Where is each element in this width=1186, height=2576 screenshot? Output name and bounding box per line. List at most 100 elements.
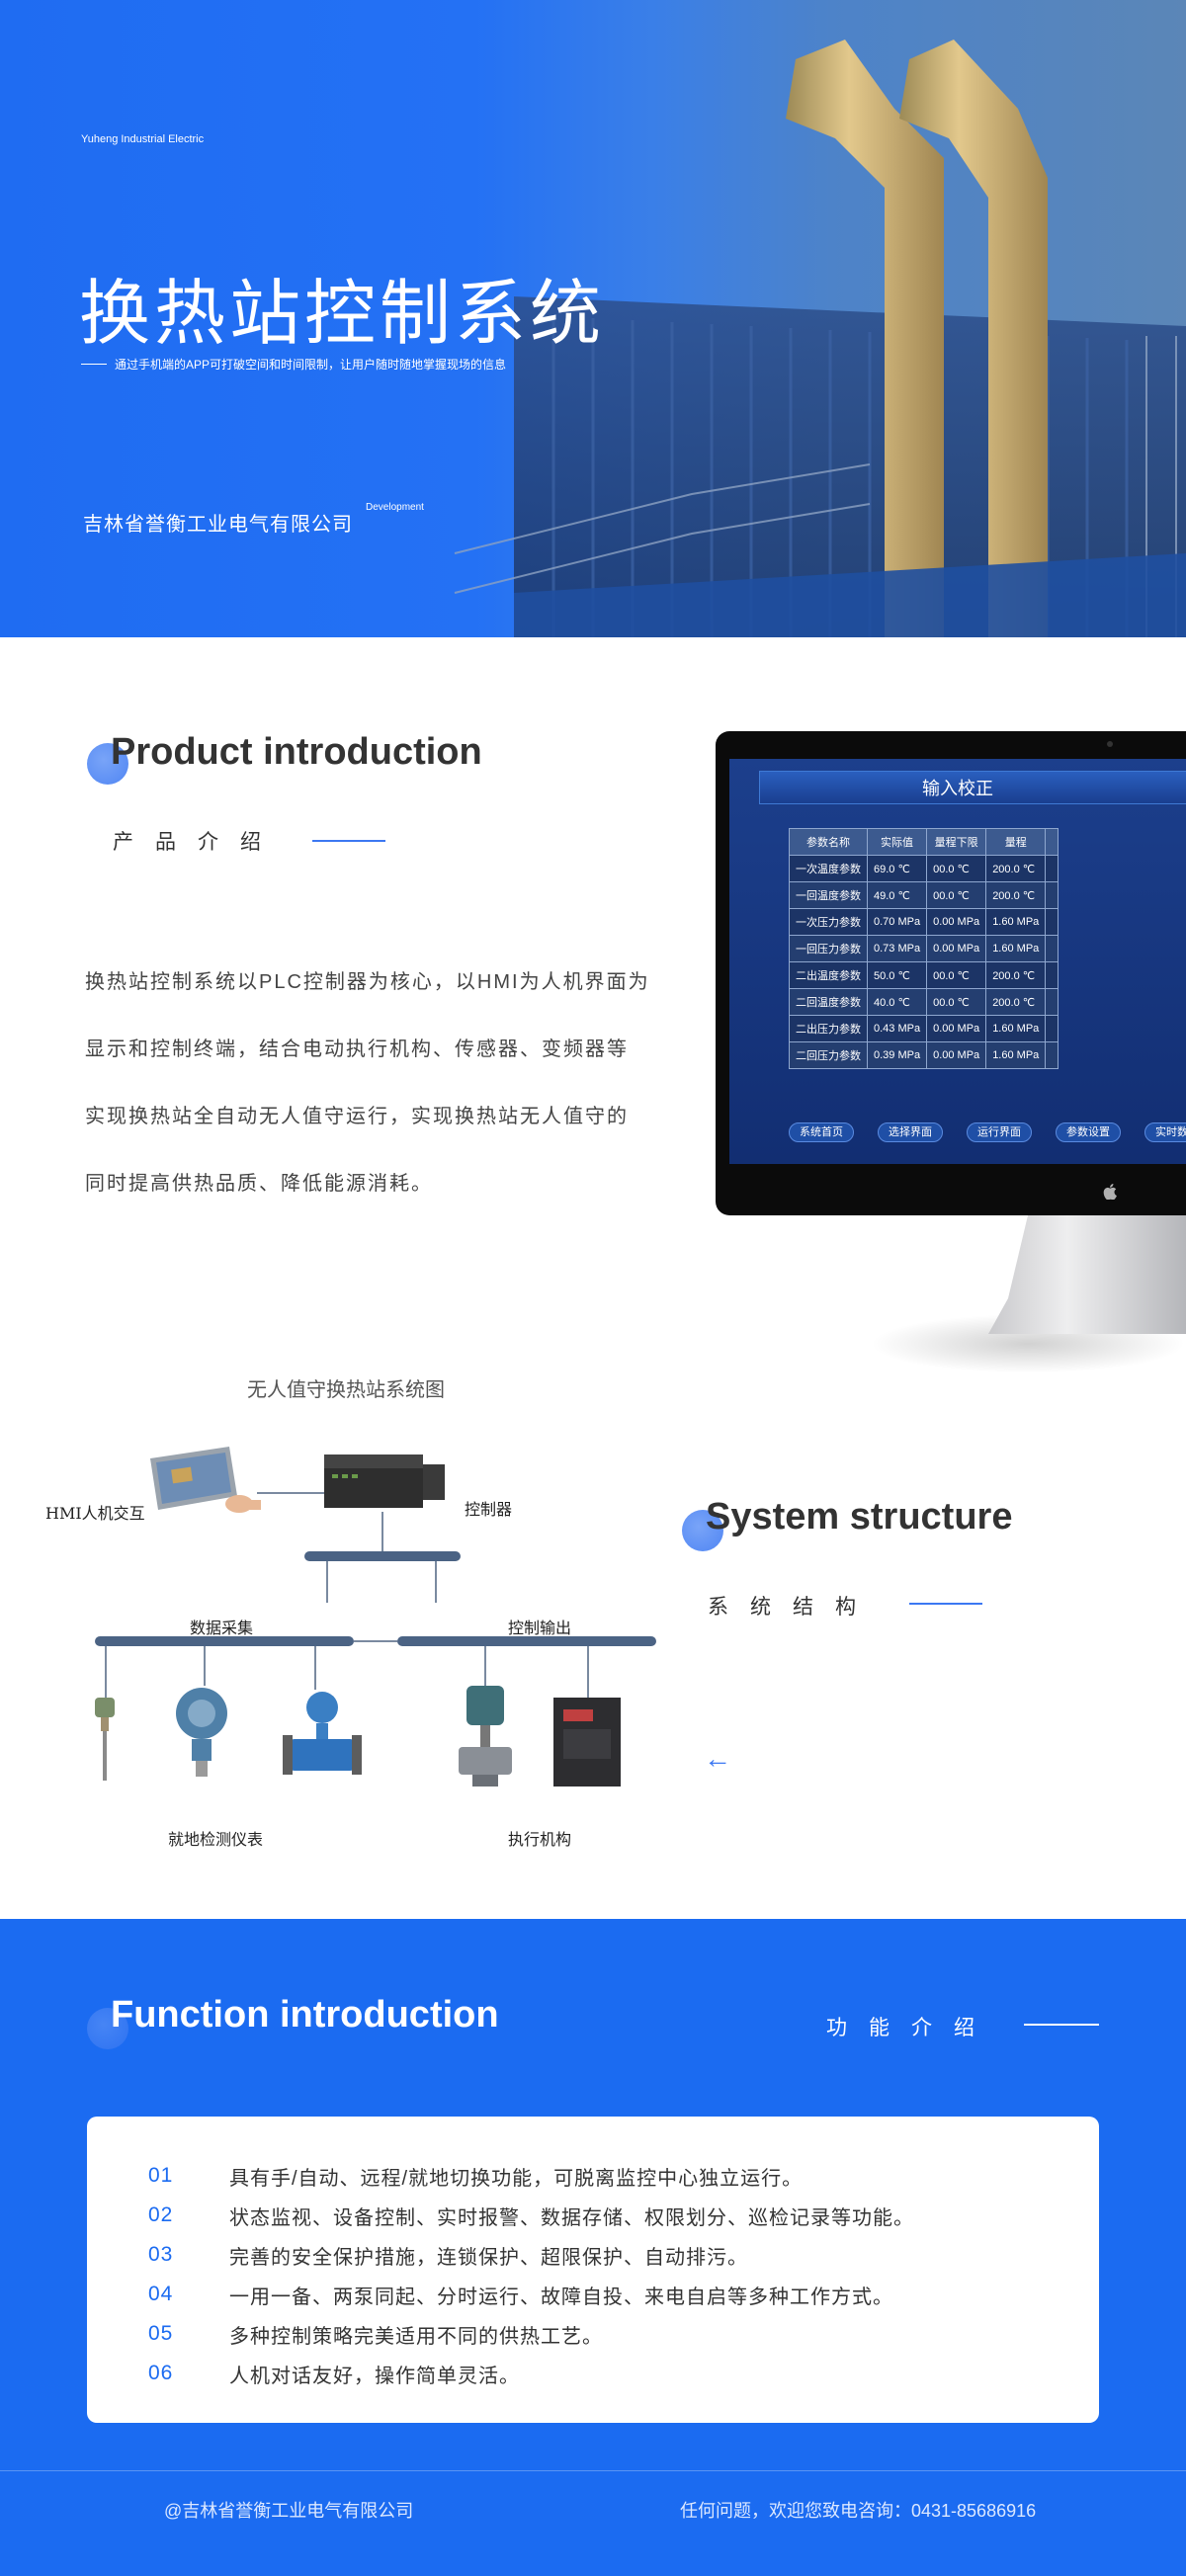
item-number: 02 [148, 2203, 174, 2226]
product-line: 实现换热站全自动无人值守运行，实现换热站无人值守的 [85, 1106, 629, 1127]
table-header: 实际值 [866, 828, 928, 856]
table-cell: 200.0 ℃ [985, 881, 1047, 909]
hero-company-en: Yuheng Industrial Electric [81, 133, 205, 145]
table-cell: 49.0 ℃ [866, 881, 928, 909]
camera-dot [1107, 741, 1113, 747]
hmi-panel-image [150, 1447, 261, 1513]
table-cell-extra [1045, 881, 1059, 909]
section-dot [87, 2008, 128, 2049]
table-cell-extra [1045, 935, 1059, 962]
controller-label: 控制器 [465, 1500, 513, 1519]
controller-bus-bar [304, 1551, 461, 1561]
hero-subtitle-text: 通过手机端的APP可打破空间和时间限制，让用户随时随地掌握现场的信息 [115, 358, 507, 372]
apple-logo-icon [1103, 1184, 1119, 1201]
table-cell: 00.0 ℃ [926, 855, 987, 882]
arrow-left-icon[interactable]: ← [704, 1743, 731, 1774]
hmi-settings-button[interactable]: 参数设置 [1056, 1122, 1121, 1142]
hmi-title-bar: 输入校正 [759, 771, 1186, 804]
table-cell: 50.0 ℃ [866, 961, 928, 989]
table-cell: 一回温度参数 [789, 881, 868, 909]
item-number: 06 [148, 2362, 174, 2384]
sensor-drop [105, 1646, 107, 1698]
controller-drop-line [381, 1512, 383, 1553]
table-cell: 0.00 MPa [926, 1041, 987, 1069]
product-cn-title: 产品介绍 [113, 831, 283, 854]
hmi-run-button[interactable]: 运行界面 [967, 1122, 1032, 1142]
item-text: 人机对话友好，操作简单灵活。 [229, 2365, 520, 2387]
hmi-select-button[interactable]: 选择界面 [878, 1122, 943, 1142]
table-cell: 00.0 ℃ [926, 961, 987, 989]
hero-title: 换热站控制系统 [79, 275, 606, 354]
data-collect-label: 数据采集 [190, 1619, 254, 1637]
table-header: 量程 [985, 828, 1047, 856]
actuator-drop [587, 1646, 589, 1698]
item-text: 多种控制策略完美适用不同的供热工艺。 [229, 2325, 603, 2348]
hmi-home-button[interactable]: 系统首页 [789, 1122, 854, 1142]
table-cell: 69.0 ℃ [866, 855, 928, 882]
hero-subtitle: 通过手机端的APP可打破空间和时间限制，让用户随时随地掌握现场的信息 [81, 356, 506, 373]
table-cell: 二回温度参数 [789, 988, 868, 1016]
table-cell: 200.0 ℃ [985, 961, 1047, 989]
diagram-title: 无人值守换热站系统图 [247, 1377, 445, 1401]
table-header: 参数名称 [789, 828, 868, 856]
table-cell-extra [1045, 961, 1059, 989]
table-row: 一次压力参数 0.70 MPa 0.00 MPa 1.60 MPa [789, 908, 1059, 936]
subtitle-dash [81, 364, 107, 365]
pressure-gauge-image [176, 1688, 227, 1777]
product-line: 显示和控制终端，结合电动执行机构、传感器、变频器等 [85, 1039, 629, 1060]
system-title: System structure [706, 1496, 1013, 1537]
sensors-label: 就地检测仪表 [168, 1830, 264, 1849]
hero-dev: Development [366, 502, 424, 513]
product-title-line [312, 840, 385, 842]
inverter-image [553, 1698, 621, 1787]
table-cell-extra [1045, 855, 1059, 882]
table-cell: 1.60 MPa [985, 1041, 1047, 1069]
flowmeter-image [283, 1692, 362, 1775]
monitor: 输入校正 参数名称 实际值 量程下限 量程 一次温度参数 69.0 ℃ 00.0… [716, 731, 1186, 1215]
table-cell: 0.00 MPa [926, 1015, 987, 1042]
table-row: 二出温度参数 50.0 ℃ 00.0 ℃ 200.0 ℃ [789, 961, 1059, 989]
footer-copyright: @吉林省誉衡工业电气有限公司 [164, 2501, 414, 2521]
table-cell: 200.0 ℃ [985, 855, 1047, 882]
product-line: 同时提高供热品质、降低能源消耗。 [85, 1173, 433, 1195]
table-cell: 1.60 MPa [985, 908, 1047, 936]
item-number: 03 [148, 2243, 174, 2266]
sensor-drop [204, 1646, 206, 1686]
table-cell: 00.0 ℃ [926, 988, 987, 1016]
table-cell: 1.60 MPa [985, 935, 1047, 962]
valve-actuator-image [459, 1686, 512, 1787]
table-cell-extra [1045, 988, 1059, 1016]
bus-left-drop [326, 1561, 328, 1603]
hmi-realtime-button[interactable]: 实时数据 [1144, 1122, 1186, 1142]
function-cn-title: 功能介绍 [826, 2017, 996, 2039]
section-dot [87, 743, 128, 785]
table-cell: 0.73 MPa [866, 935, 928, 962]
hmi-title: 输入校正 [922, 779, 993, 798]
hero-industrial-image [454, 40, 1186, 637]
hmi-nav-buttons: 系统首页 选择界面 运行界面 参数设置 实时数据 [789, 1122, 1186, 1142]
table-row: 一回温度参数 49.0 ℃ 00.0 ℃ 200.0 ℃ [789, 881, 1059, 909]
table-cell: 一次压力参数 [789, 908, 868, 936]
thermometer-image [95, 1698, 115, 1781]
sensor-drop [314, 1646, 316, 1690]
table-cell: 0.00 MPa [926, 908, 987, 936]
table-cell: 200.0 ℃ [985, 988, 1047, 1016]
table-cell-extra [1045, 1041, 1059, 1069]
hmi-link-line [257, 1492, 324, 1494]
item-text: 具有手/自动、远程/就地切换功能，可脱离监控中心独立运行。 [229, 2167, 804, 2190]
hmi-screen: 输入校正 参数名称 实际值 量程下限 量程 一次温度参数 69.0 ℃ 00.0… [729, 759, 1186, 1164]
data-bus-bar [95, 1636, 354, 1646]
table-header-row: 参数名称 实际值 量程下限 量程 [789, 828, 1059, 856]
system-cn-title: 系统结构 [708, 1596, 878, 1619]
table-cell: 二回压力参数 [789, 1041, 868, 1069]
table-cell: 一回压力参数 [789, 935, 868, 962]
system-title-line [909, 1603, 982, 1605]
table-cell-extra [1045, 908, 1059, 936]
table-cell: 二出压力参数 [789, 1015, 868, 1042]
